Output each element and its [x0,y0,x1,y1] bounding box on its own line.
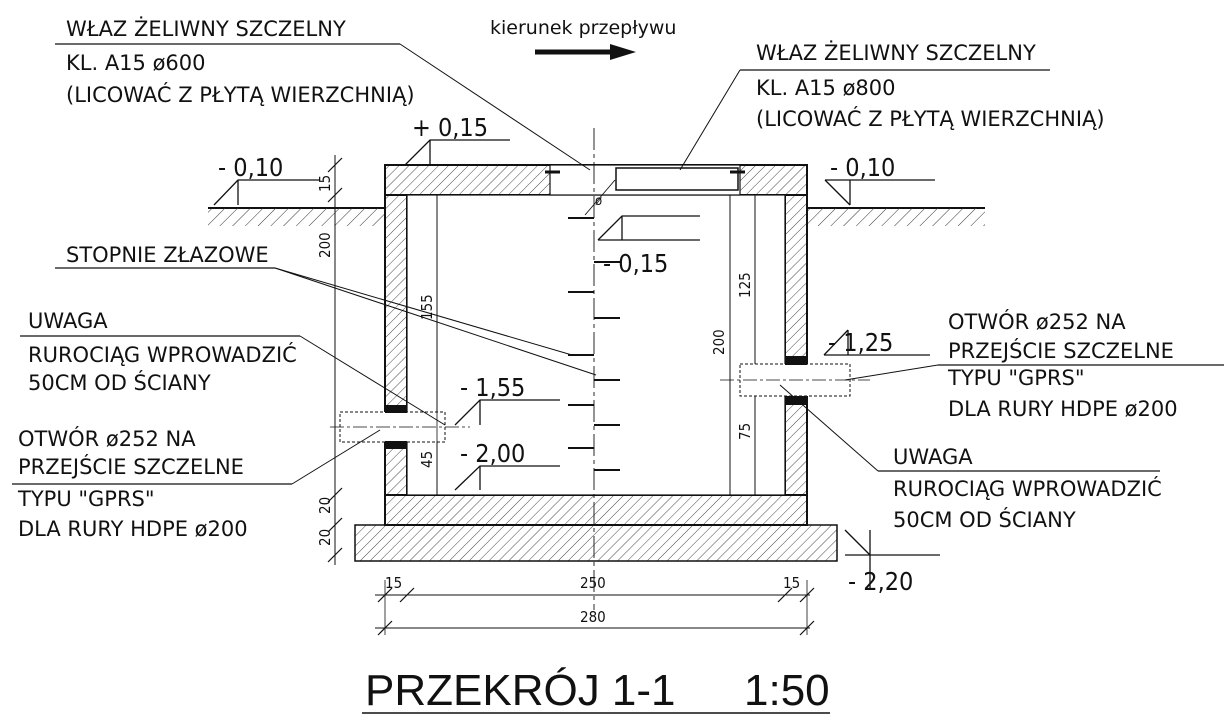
dim-left-20a: 20 [316,497,334,514]
dim-inner-right: 200 125 75 [710,272,754,440]
note-manhole-right: WŁAZ ŻELIWNY SZCZELNY KL. A15 ø800 (LICO… [679,40,1105,171]
dim-inner-155: 155 [418,294,436,320]
level-bottom-inner: - 2,00 [454,439,560,491]
note-manhole-left-line3: (LICOWAĆ Z PŁYTĄ WIERZCHNIĄ) [66,82,415,107]
pipe-right [720,356,870,405]
note-warning-right: UWAGA RUROCIĄG WPROWADZIĆ 50CM OD ŚCIANY [779,384,1162,532]
ladder-steps [568,217,620,471]
foundation-slab [354,524,838,562]
note-warning-left-line1: UWAGA [28,309,108,333]
dim-bottom-280: 280 [580,608,606,626]
dim-left-vertical: 15 200 20 20 [316,155,343,565]
note-manhole-right-line1: WŁAZ ŻELIWNY SZCZELNY [756,40,1036,65]
dim-inner-200: 200 [710,329,728,355]
level-foundation: - 2,20 [844,529,940,596]
note-opening-right: OTWÓR ø252 NA PRZEJŚCIE SZCZELNE TYPU "G… [844,309,1224,421]
section-title: PRZEKRÓJ 1-1 [365,666,676,715]
dim-inner-left: 155 45 [418,200,438,490]
level-foundation-text: - 2,20 [848,567,913,596]
note-warning-left-line2: RUROCIĄG WPROWADZIĆ [28,342,297,367]
dim-bottom-250: 250 [580,574,606,592]
level-ground-right-text: - 0,10 [830,153,895,182]
note-opening-left-line1: OTWÓR ø252 NA [18,426,196,451]
bottom-slab [384,494,808,526]
note-warning-left: UWAGA RUROCIĄG WPROWADZIĆ 50CM OD ŚCIANY [20,309,446,426]
level-top-slab-text: + 0,15 [412,113,488,142]
section-scale: 1:50 [744,666,830,715]
pipe-left [330,405,470,449]
dim-bottom-15-left: 15 [385,574,402,592]
note-opening-right-line1: OTWÓR ø252 NA [948,309,1126,334]
note-manhole-right-line3: (LICOWAĆ Z PŁYTĄ WIERZCHNIĄ) [756,106,1105,131]
level-pipe-out-text: - 1,25 [828,328,893,357]
dim-left-20b: 20 [316,529,334,546]
ground-left [208,207,385,226]
level-ground-left: - 0,10 [213,153,320,206]
left-wall [384,194,408,496]
note-warning-left-line3: 50CM OD ŚCIANY [28,370,211,395]
flow-label: kierunek przepływu [490,17,676,39]
note-steps-text: STOPNIE ZŁAZOWE [66,243,269,267]
dim-left-15: 15 [316,175,334,192]
dim-bottom-total: 280 [375,608,815,636]
dim-bottom-chain: 15 250 15 [375,574,815,635]
flow-arrow-icon [535,44,636,60]
title-block: PRZEKRÓJ 1-1 1:50 [362,666,830,715]
note-opening-left: OTWÓR ø252 NA PRZEJŚCIE SZCZELNE TYPU "G… [12,426,381,541]
level-ground-left-text: - 0,10 [218,153,283,182]
manhole-cover [615,167,739,191]
level-bottom-inner-text: - 2,00 [460,439,525,468]
dim-bottom-15-right: 15 [783,574,800,592]
note-opening-right-line4: DLA RURY HDPE ø200 [948,397,1178,421]
level-inside-top: - 0,15 [597,215,700,278]
note-warning-right-line1: UWAGA [893,445,973,469]
note-manhole-right-line2: KL. A15 ø800 [756,76,896,100]
note-warning-right-line3: 50CM OD ŚCIANY [893,507,1076,532]
note-warning-right-line2: RUROCIĄG WPROWADZIĆ [893,476,1162,501]
chamber-structure [354,164,838,562]
note-manhole-left: WŁAZ ŻELIWNY SZCZELNY KL. A15 ø600 (LICO… [55,16,591,171]
note-opening-left-line4: DLA RURY HDPE ø200 [18,517,248,541]
diameter-leader: ø [584,179,616,216]
right-wall [784,194,808,496]
note-opening-left-line2: PRZEJŚCIE SZCZELNE [18,454,244,479]
level-pipe-out: - 1,25 [823,328,930,357]
dim-left-200: 200 [316,232,334,258]
note-opening-left-line3: TYPU "GPRS" [17,487,155,511]
note-manhole-left-line1: WŁAZ ŻELIWNY SZCZELNY [66,16,346,41]
dim-inner-45: 45 [418,451,436,468]
note-manhole-left-line2: KL. A15 ø600 [66,51,206,75]
note-opening-right-line3: TYPU "GPRS" [947,366,1085,390]
level-pipe-in: - 1,55 [454,373,560,426]
dim-right-125: 125 [736,272,754,298]
level-top-slab: + 0,15 [404,113,510,166]
level-ground-right: - 0,10 [824,153,935,206]
dim-right-75: 75 [736,423,754,440]
note-opening-right-line2: PRZEJŚCIE SZCZELNE [948,338,1174,363]
diameter-mark: ø [595,194,602,209]
level-pipe-in-text: - 1,55 [460,373,525,402]
note-steps: STOPNIE ZŁAZOWE [55,243,597,376]
ground-right [807,207,985,226]
level-inside-top-text: - 0,15 [603,249,668,278]
